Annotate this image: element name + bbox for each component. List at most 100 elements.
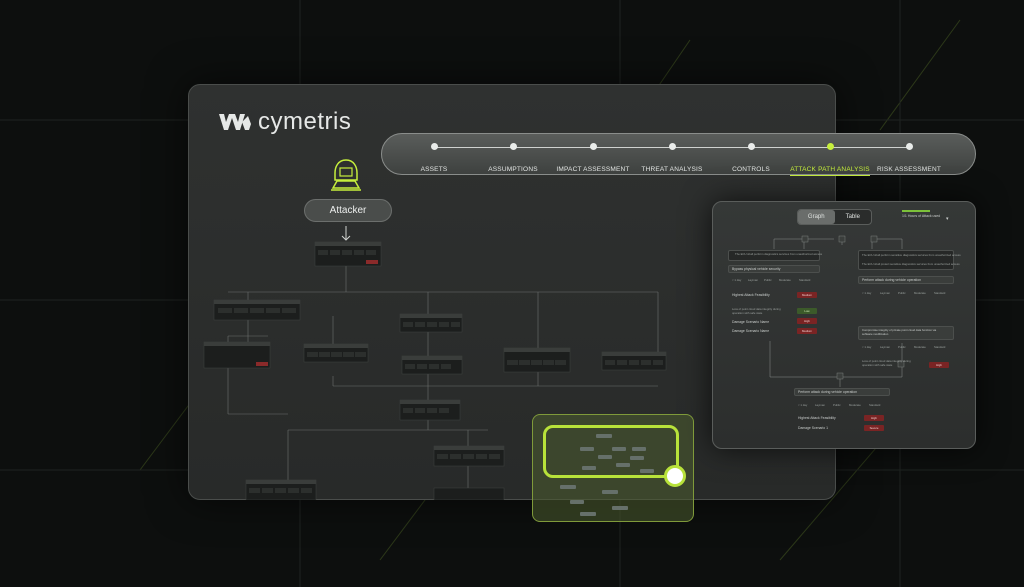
minimap-node [570, 500, 584, 504]
step-assumptions[interactable]: ASSUMPTIONS [463, 143, 563, 176]
rating-row: Moderate [779, 278, 791, 282]
step-threat-analysis[interactable]: THREAT ANALYSIS [622, 143, 722, 176]
rating-row: < 1 day [862, 291, 872, 295]
loss-label: Loss of point cloud data integrity durin… [732, 307, 781, 315]
node-title: Perform attack during vehicle operation [798, 390, 857, 394]
step-dot [905, 143, 913, 150]
node-title: Bypass physical vehicle security [732, 267, 781, 271]
damage-scenario-badge: Medium [797, 328, 817, 334]
view-toggle[interactable]: Graph Table [797, 209, 872, 225]
minimap-node [582, 466, 596, 470]
minimap-node [640, 469, 654, 473]
brand-logo: cymetris [218, 108, 351, 136]
minimap-node [612, 506, 628, 510]
step-label: ASSUMPTIONS [488, 166, 538, 173]
minimap-node [560, 485, 576, 489]
rating-row: < 1 day [862, 345, 872, 349]
step-risk-assessment[interactable]: RISK ASSESSMENT [859, 143, 959, 176]
step-dot-active [826, 143, 834, 150]
rating-row: Standard [934, 291, 946, 295]
minimap-node [616, 463, 630, 467]
minimap-node [630, 456, 644, 460]
option-card[interactable] [728, 250, 820, 261]
minimap-viewport-frame[interactable] [543, 425, 679, 478]
node-title: Perform attack during vehicle operation [862, 278, 921, 282]
step-dot [509, 143, 517, 150]
option-text: The ECU shall perform diagnostics servic… [735, 252, 823, 256]
arrow-down-icon [341, 226, 351, 241]
option-text: The ECU shall perform sensitive diagnost… [862, 253, 961, 257]
loss-badge: Low [797, 308, 817, 314]
rating-row: Public [764, 278, 772, 282]
damage-scenario-badge: Severe [864, 425, 884, 431]
rating-row: Public [833, 403, 841, 407]
brand-name: cymetris [258, 108, 352, 135]
rating-row: Public [898, 345, 906, 349]
node-title-bar[interactable] [858, 276, 954, 284]
step-label: CONTROLS [732, 166, 770, 173]
hours-progress-bar [902, 210, 930, 212]
cymetris-logo-icon [219, 114, 251, 130]
rating-row: < 1 day [798, 403, 808, 407]
damage-scenario-label: Damage Scenario 1 [798, 426, 828, 430]
loss-badge: High [929, 362, 949, 368]
option-card[interactable] [858, 250, 954, 270]
feasibility-badge: Medium [797, 292, 817, 298]
node-title: Compromise integrity of private point cl… [862, 328, 937, 336]
step-impact-assessment[interactable]: IMPACT ASSESSMENT [543, 143, 643, 176]
rating-row: Layman [880, 291, 890, 295]
rating-row: Layman [815, 403, 825, 407]
rating-row: Layman [880, 345, 890, 349]
feasibility-label: Highest Attack Feasibility [798, 416, 836, 420]
node-title-bar[interactable] [728, 265, 820, 273]
step-label: ATTACK PATH ANALYSIS [790, 166, 870, 176]
node-title-bar[interactable] [858, 326, 954, 340]
step-dot [589, 143, 597, 150]
feasibility-label: Highest Attack Feasibility [732, 293, 770, 297]
option-text: The ECU shall protect sensitive diagnost… [862, 262, 960, 266]
step-dot [668, 143, 676, 150]
attacker-node[interactable]: Attacker [304, 199, 392, 222]
minimap-node [632, 447, 646, 451]
minimap-node [580, 447, 594, 451]
rating-row: Standard [869, 403, 881, 407]
hacker-icon [331, 159, 361, 191]
step-dot [747, 143, 755, 150]
rating-row: Moderate [849, 403, 861, 407]
step-label: ASSETS [420, 166, 448, 173]
step-assets[interactable]: ASSETS [384, 143, 484, 176]
loss-label: Loss of point cloud data integrity durin… [862, 359, 911, 367]
step-label: RISK ASSESSMENT [876, 166, 942, 173]
workflow-stepper: ASSETS ASSUMPTIONS IMPACT ASSESSMENT THR… [381, 133, 976, 176]
rating-row: Public [898, 291, 906, 295]
rating-row: Moderate [914, 345, 926, 349]
rating-row: Moderate [914, 291, 926, 295]
step-controls[interactable]: CONTROLS [701, 143, 801, 176]
minimap-node [612, 447, 626, 451]
damage-scenario-label: Damage Scenario Name [732, 320, 770, 324]
rating-row: Layman [748, 278, 758, 282]
minimap-node [596, 434, 612, 438]
attack-tree-graph[interactable] [188, 236, 836, 500]
minimap-node [602, 490, 618, 494]
rating-row: < 1 day [732, 278, 742, 282]
damage-scenario-badge: High [797, 318, 817, 324]
tab-table[interactable]: Table [845, 214, 860, 220]
hours-used-label: 1/1 Hours of Attack used [902, 214, 941, 218]
feasibility-badge: High [864, 415, 884, 421]
step-label: THREAT ANALYSIS [641, 166, 703, 173]
step-dot [430, 143, 438, 150]
tab-graph[interactable]: Graph [798, 210, 835, 224]
minimap-node [580, 512, 596, 516]
step-attack-path-analysis[interactable]: ATTACK PATH ANALYSIS [780, 143, 880, 176]
minimap-drag-handle[interactable] [664, 465, 686, 487]
node-title-bar[interactable] [794, 388, 890, 396]
damage-scenario-label: Damage Scenario Name [732, 329, 770, 333]
node-detail-panel [712, 201, 976, 449]
rating-row: Standard [799, 278, 811, 282]
chevron-down-icon[interactable]: ▾ [946, 216, 949, 222]
rating-row: Standard [934, 345, 946, 349]
step-label: IMPACT ASSESSMENT [556, 166, 630, 173]
minimap-node [598, 455, 612, 459]
detail-graph-edges [769, 235, 905, 387]
